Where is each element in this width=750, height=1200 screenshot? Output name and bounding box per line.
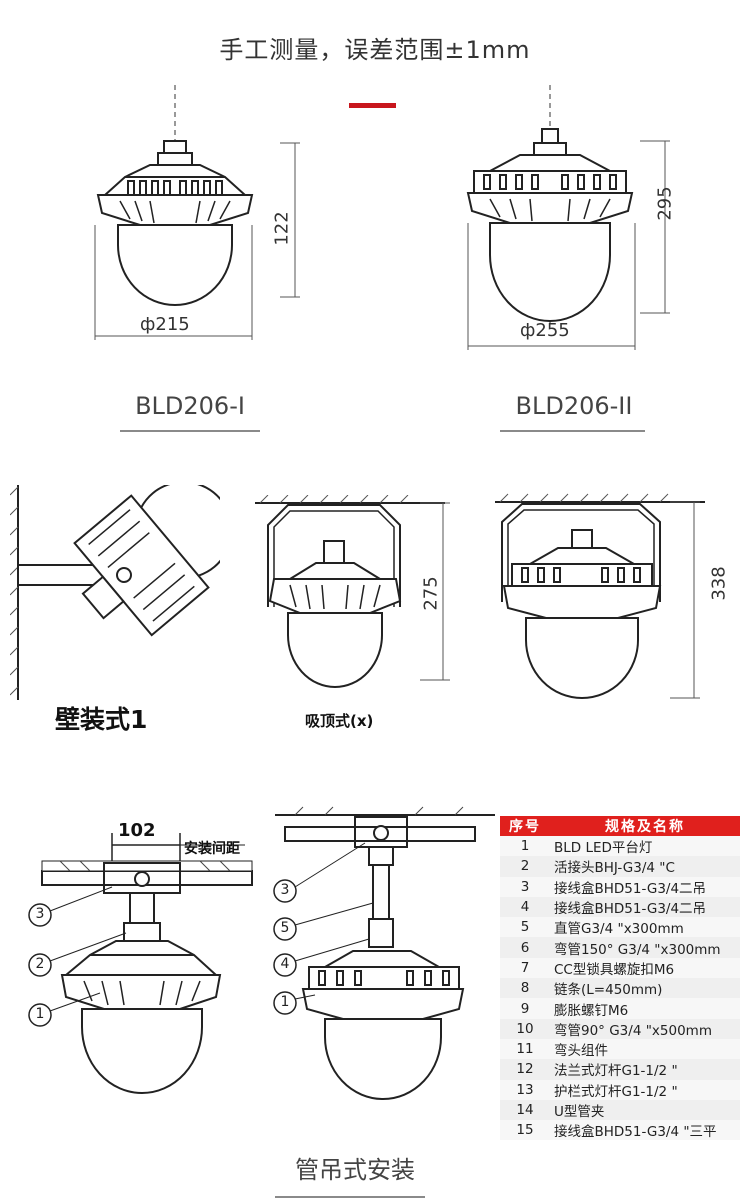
- callout-1: 1: [35, 1006, 45, 1022]
- pipe-mount-drawing-left: [28, 833, 253, 1094]
- row-desc: 直管G3/4 "x300mm: [550, 917, 740, 938]
- row-desc: 链条(L=450mm): [550, 978, 740, 999]
- diameter-label-bld206-2: ф255: [520, 320, 570, 341]
- callout-1: 1: [280, 994, 290, 1010]
- header-number: 序号: [500, 816, 550, 836]
- row-desc: 接线盒BHD51-G3/4 "三平: [550, 1120, 740, 1141]
- height-label: 122: [271, 211, 293, 246]
- dimension-height-pendant: 338: [702, 555, 742, 615]
- callout-3: 3: [35, 906, 45, 922]
- spacing-value: 102: [118, 820, 156, 841]
- model-underline: [500, 430, 645, 432]
- page-title: 手工测量，误差范围±1mm: [219, 36, 531, 64]
- row-number: 12: [500, 1059, 550, 1080]
- row-number: 4: [500, 896, 550, 918]
- row-number: 6: [500, 937, 550, 958]
- diameter-label-bld206-1: ф215: [140, 314, 190, 335]
- dimension-height-ceiling: 275: [412, 565, 452, 625]
- callout-2: 2: [35, 956, 45, 972]
- row-desc: 膨胀螺钉M6: [550, 998, 740, 1019]
- row-number: 10: [500, 1018, 550, 1039]
- pendant-mount-drawing: [495, 493, 705, 699]
- row-desc: 接线盒BHD51-G3/4二吊: [550, 876, 740, 897]
- model-name-bld206-1: BLD206-I: [135, 392, 245, 420]
- row-number: 1: [500, 836, 550, 857]
- row-desc: BLD LED平台灯: [550, 836, 740, 857]
- ceiling-mount-drawing: [255, 495, 450, 688]
- pipe-mount-drawing-right: [273, 806, 495, 1100]
- pipe-title-underline: [275, 1196, 425, 1198]
- parts-table-header: 序号 规格及名称: [500, 816, 740, 836]
- dimension-height-bld206-2: 295: [648, 175, 688, 235]
- wall-mount-label: 壁装式1: [55, 705, 148, 734]
- row-number: 14: [500, 1099, 550, 1121]
- row-desc: 弯管150° G3/4 "x300mm: [550, 937, 740, 958]
- row-desc: CC型锁具螺旋扣M6: [550, 957, 740, 979]
- lamp-drawing-bld206-1: [94, 85, 300, 340]
- row-desc: 活接头BHJ-G3/4 "C: [550, 856, 740, 877]
- row-number: 15: [500, 1120, 550, 1141]
- height-label: 338: [708, 566, 730, 601]
- row-number: 9: [500, 998, 550, 1019]
- row-desc: U型管夹: [550, 1099, 740, 1121]
- height-label: 275: [420, 576, 442, 611]
- wall-mount-drawing: [10, 485, 220, 700]
- row-number: 8: [500, 978, 550, 999]
- row-desc: 护栏式灯杆G1-1/2 ": [550, 1079, 740, 1100]
- model-name-bld206-2: BLD206-II: [515, 392, 633, 420]
- row-desc: 弯头组件: [550, 1038, 740, 1060]
- row-desc: 法兰式灯杆G1-1/2 ": [550, 1059, 740, 1080]
- row-number: 5: [500, 917, 550, 938]
- row-desc: 弯管90° G3/4 "x500mm: [550, 1018, 740, 1039]
- row-number: 13: [500, 1079, 550, 1100]
- row-number: 11: [500, 1038, 550, 1060]
- row-number: 7: [500, 957, 550, 979]
- callout-4: 4: [280, 956, 290, 972]
- lamp-drawing-bld206-2: [466, 85, 670, 350]
- model-underline: [120, 430, 260, 432]
- row-number: 3: [500, 876, 550, 897]
- ceiling-mount-label: 吸顶式(x): [305, 712, 374, 730]
- height-label: 295: [654, 186, 676, 221]
- dimension-height-bld206-1: 122: [267, 200, 307, 260]
- pipe-install-title: 管吊式安装: [295, 1156, 415, 1184]
- callout-3: 3: [280, 882, 290, 898]
- callout-5: 5: [280, 920, 290, 936]
- row-desc: 接线盒BHD51-G3/4二吊: [550, 896, 740, 918]
- spacing-label: 安装间距: [184, 841, 240, 857]
- row-number: 2: [500, 856, 550, 877]
- accent-divider: [349, 103, 396, 108]
- header-spec: 规格及名称: [550, 816, 740, 836]
